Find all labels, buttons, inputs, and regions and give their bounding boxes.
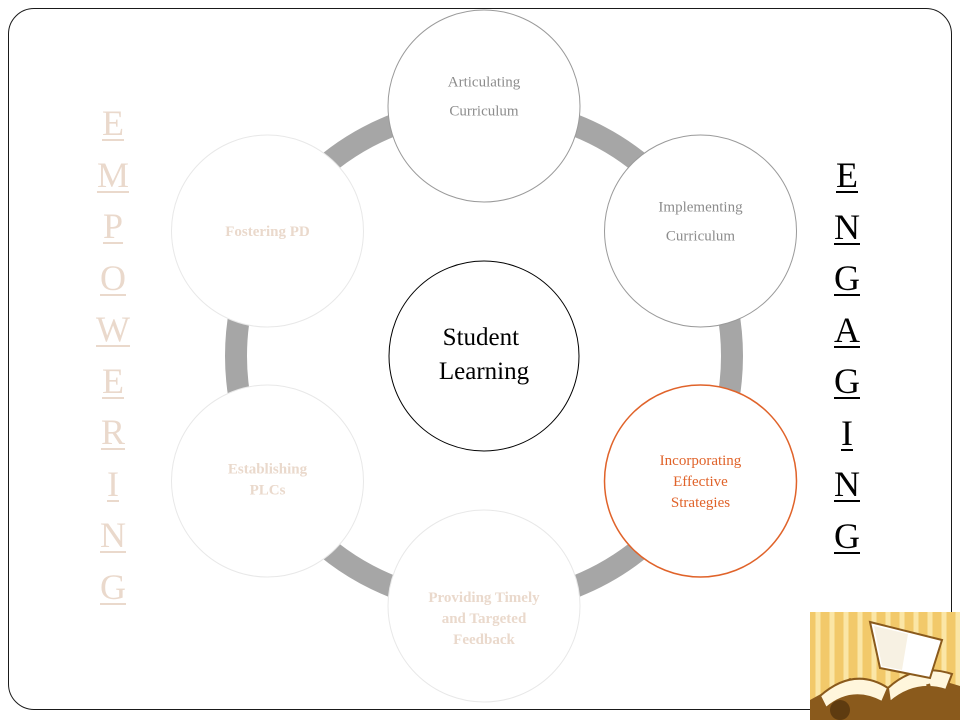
vertical-letter: G <box>834 515 860 556</box>
vertical-letter: M <box>96 154 129 195</box>
vertical-letter: I <box>107 463 119 504</box>
vertical-letter: N <box>100 515 126 555</box>
node-label-line: Effective <box>673 474 728 490</box>
node-fostering-pd: Fostering PD <box>170 134 364 328</box>
vertical-letter: G <box>834 258 860 298</box>
vertical-letter: P <box>102 206 124 246</box>
vertical-letter: N <box>834 206 860 247</box>
vertical-letter: E <box>102 103 124 143</box>
center-node: Student Learning <box>388 260 580 452</box>
node-label-line: Incorporating <box>660 453 742 469</box>
node-label-line: Fostering PD <box>225 224 310 240</box>
node-label-line: Strategies <box>671 495 730 511</box>
vertical-letter: A <box>834 309 860 350</box>
vertical-letter: W <box>96 309 130 349</box>
node-label-line: and Targeted <box>442 611 527 627</box>
node-label-line: Establishing <box>228 462 308 478</box>
vertical-letter: O <box>100 257 126 298</box>
vertical-letter: E <box>836 155 858 195</box>
vertical-letter: G <box>834 361 860 401</box>
open-book-icon <box>810 612 960 720</box>
node-label-line: Feedback <box>453 632 515 648</box>
vertical-letter: I <box>841 412 853 453</box>
vertical-letter: R <box>100 412 125 452</box>
center-label-line-2: Learning <box>439 358 530 385</box>
node-label-line: Providing Timely <box>428 590 540 606</box>
node-label-line: Curriculum <box>449 104 518 120</box>
node-label-line: Curriculum <box>666 229 735 245</box>
node-label-line: Implementing <box>658 200 743 216</box>
vertical-letter: E <box>102 360 124 401</box>
svg-text:Student Learning: Student Learning <box>439 324 530 385</box>
node-label-line: Articulating <box>448 75 521 91</box>
center-label-line-1: Student <box>443 324 519 351</box>
vertical-letter: N <box>834 464 860 504</box>
node-label-line: PLCs <box>250 483 286 499</box>
vertical-letter: G <box>100 566 126 607</box>
svg-text:Fostering PD: Fostering PD <box>225 224 310 240</box>
